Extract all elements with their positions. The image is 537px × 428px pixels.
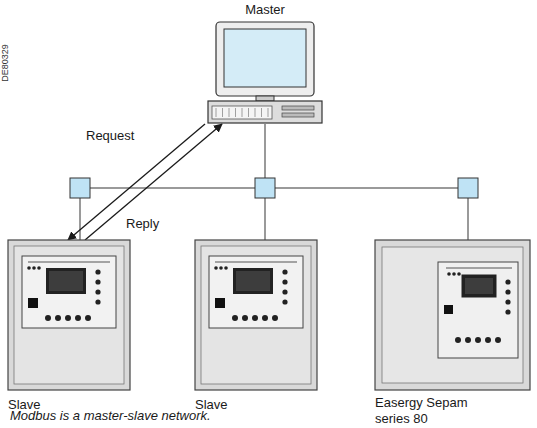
message-arrow (85, 124, 222, 240)
bus-line (265, 124, 468, 240)
caption: Modbus is a master-slave network. (10, 408, 211, 424)
bus-tap (255, 178, 275, 198)
node-label: Easergy Sepam series 80 (375, 395, 485, 427)
bus-tap (458, 178, 478, 198)
device-node: Easergy Sepam series 80 (375, 240, 530, 427)
master-node: Master (200, 2, 330, 124)
device-node: Slave (8, 240, 130, 413)
slave-illustration (195, 240, 317, 390)
bus-tap (70, 178, 90, 198)
node-label: Master (200, 2, 330, 18)
sepam-illustration (375, 240, 530, 390)
slave-illustration (8, 240, 130, 390)
arrow-label: Request (85, 128, 135, 144)
computer-illustration (208, 22, 322, 123)
message-arrow (68, 124, 205, 240)
device-node: Slave (195, 240, 317, 413)
node-label: Slave (195, 397, 317, 413)
bus-line (80, 124, 265, 240)
arrow-label: Reply (125, 216, 160, 232)
drawing-number: DE80329 (0, 44, 13, 82)
